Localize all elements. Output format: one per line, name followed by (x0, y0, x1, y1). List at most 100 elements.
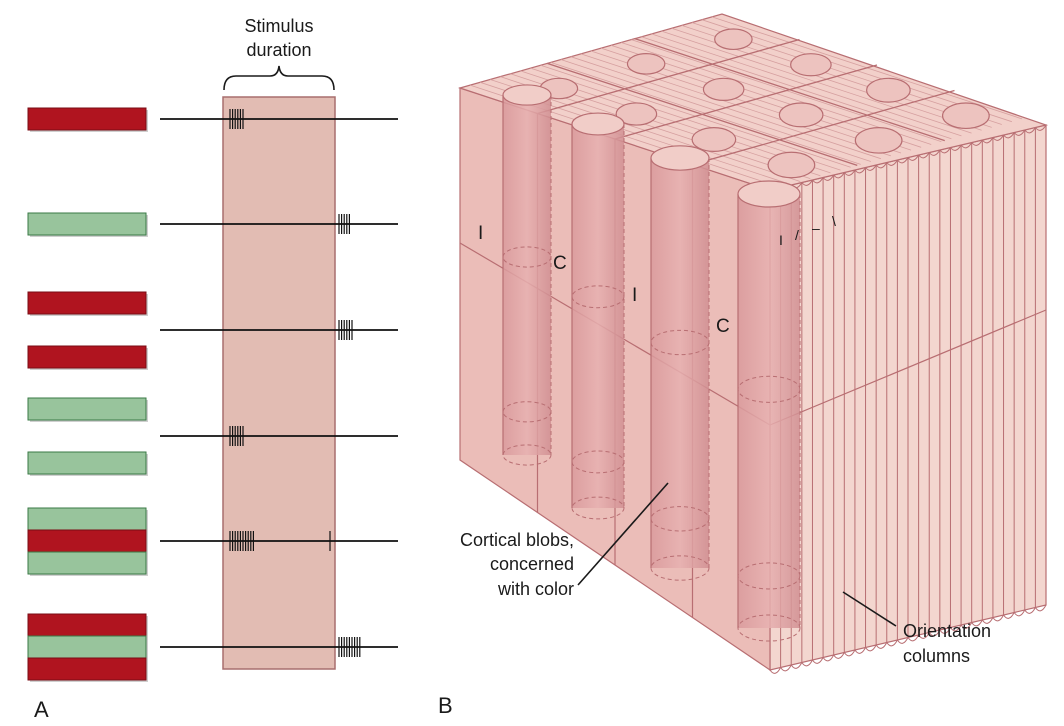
cortical-blob-top (941, 102, 990, 130)
blob-cylinder-cap (737, 180, 801, 208)
orientation-column-scallop (928, 629, 941, 637)
stimulus-bar-green (27, 397, 147, 421)
orientation-column-scallop (1013, 609, 1026, 617)
orientation-column-scallop (812, 177, 824, 184)
orientation-leader-line (842, 591, 897, 627)
cortical-blob-top (615, 102, 658, 126)
top-grid-line (537, 38, 800, 115)
orientation-column-scallop (907, 634, 920, 642)
stimulus-bar-red (27, 529, 147, 553)
ocular-label-ipsi-1: I (478, 223, 483, 244)
orientation-label-line1: Orientation (903, 621, 991, 641)
orientation-column-scallop (1024, 127, 1036, 134)
stimulus-bar-red (27, 345, 147, 369)
blob-cylinder-ring (571, 450, 625, 474)
orientation-column-scallop (822, 654, 835, 662)
stimulus-row-5 (27, 507, 398, 576)
ocular-label-ipsi-2: I (632, 285, 637, 306)
stimulus-row-6 (27, 613, 398, 682)
blob-cylinder-ring (502, 246, 552, 268)
orientation-column-scallop (833, 172, 845, 179)
blob-cylinder-ring (737, 614, 801, 642)
orientation-column-scallop (950, 144, 962, 151)
bracket-label-line2: duration (246, 40, 311, 60)
orientation-column-scallop (865, 644, 877, 652)
blob-cylinder-body (572, 124, 624, 508)
blob-cylinder-body (738, 194, 800, 628)
blob-label-line1: Cortical blobs, (460, 530, 574, 550)
blob-label-line3: with color (497, 579, 574, 599)
orientation-column-scallop (875, 642, 888, 649)
blob-cylinder-4 (737, 180, 801, 642)
cortical-blob-top (854, 127, 903, 154)
stimulus-row-1 (27, 107, 398, 132)
orientation-column-scallop (812, 657, 824, 664)
blob-cylinder-cap (571, 112, 625, 136)
stimulus-bar-green (27, 635, 147, 659)
cortical-blob-top (790, 53, 832, 77)
top-grid (537, 38, 955, 166)
stimulus-row-2 (27, 212, 398, 237)
panel-b: I C I C I / – \ Cortical blobs, concerne… (438, 13, 1049, 718)
orientation-column-scallop (928, 149, 941, 156)
cortical-blob-top (767, 151, 816, 179)
panel-a: Stimulus duration A (27, 16, 398, 722)
top-grid-line (634, 38, 945, 142)
bracket-label-line1: Stimulus (244, 16, 313, 36)
blob-cylinder-body (651, 158, 709, 568)
duration-brace (223, 65, 335, 91)
blob-label-line2: concerned (490, 554, 574, 574)
orientation-column-scallop (833, 652, 845, 659)
orientation-column-scallop (854, 647, 866, 654)
orientation-column-scallop (886, 639, 898, 647)
orientation-column-scallop (801, 179, 813, 186)
orientation-column-scallop (1024, 607, 1036, 614)
orientation-mark-dash: – (812, 220, 820, 236)
stimulus-row-4 (27, 397, 398, 476)
blob-cylinder-ring (650, 329, 710, 356)
orientation-column-scallop (939, 627, 951, 634)
orientation-column-scallop (769, 667, 782, 674)
panel-b-letter: B (438, 693, 453, 718)
orientation-column-scallop (790, 662, 803, 669)
cortical-blob-top (866, 77, 911, 103)
ocular-label-contra-2: C (716, 316, 730, 337)
orientation-column-scallop (971, 139, 983, 146)
blob-cylinder-ring (502, 444, 552, 466)
stimulus-bar-green (27, 451, 147, 475)
orientation-column-scallop (1013, 129, 1026, 136)
orientation-column-scallop (918, 152, 930, 159)
blob-cylinder-ring (650, 506, 710, 532)
orientation-column-scallop (843, 169, 856, 176)
cortical-blob-top (714, 28, 753, 51)
orientation-column-scallop (1003, 132, 1015, 139)
orientation-mark-vertical: I (779, 232, 783, 248)
cortical-blob-cylinders (502, 84, 801, 642)
stimulus-bar-green (27, 212, 147, 236)
blob-cylinder-ring (571, 496, 625, 520)
orientation-column-scallop (875, 162, 888, 169)
orientation-column-scallop (865, 164, 877, 171)
ocular-label-contra-1: C (553, 253, 567, 274)
blob-cylinder-2 (571, 112, 625, 520)
blob-cylinder-ring (502, 401, 552, 423)
orientation-column-scallop (896, 157, 909, 164)
orientation-column-scallop (801, 659, 813, 667)
orientation-column-scallop (960, 142, 973, 149)
stimulus-bar-green (27, 551, 147, 575)
orientation-column-scallop (939, 147, 951, 154)
orientation-columns (769, 124, 1047, 674)
orientation-column-scallop (843, 649, 856, 657)
orientation-column-scallop (780, 664, 792, 672)
blob-cylinder-ring (571, 285, 625, 309)
top-blobs (539, 28, 990, 179)
blob-cylinder-ring (737, 375, 801, 403)
orientation-mark-backslash: \ (832, 213, 836, 229)
panel-a-letter: A (34, 697, 49, 722)
stimulus-bar-green (27, 507, 147, 531)
blob-leader-line (577, 482, 669, 586)
orientation-column-scallop (896, 637, 909, 644)
blob-cylinder-1 (502, 84, 552, 466)
blob-cylinder-3 (650, 145, 710, 581)
